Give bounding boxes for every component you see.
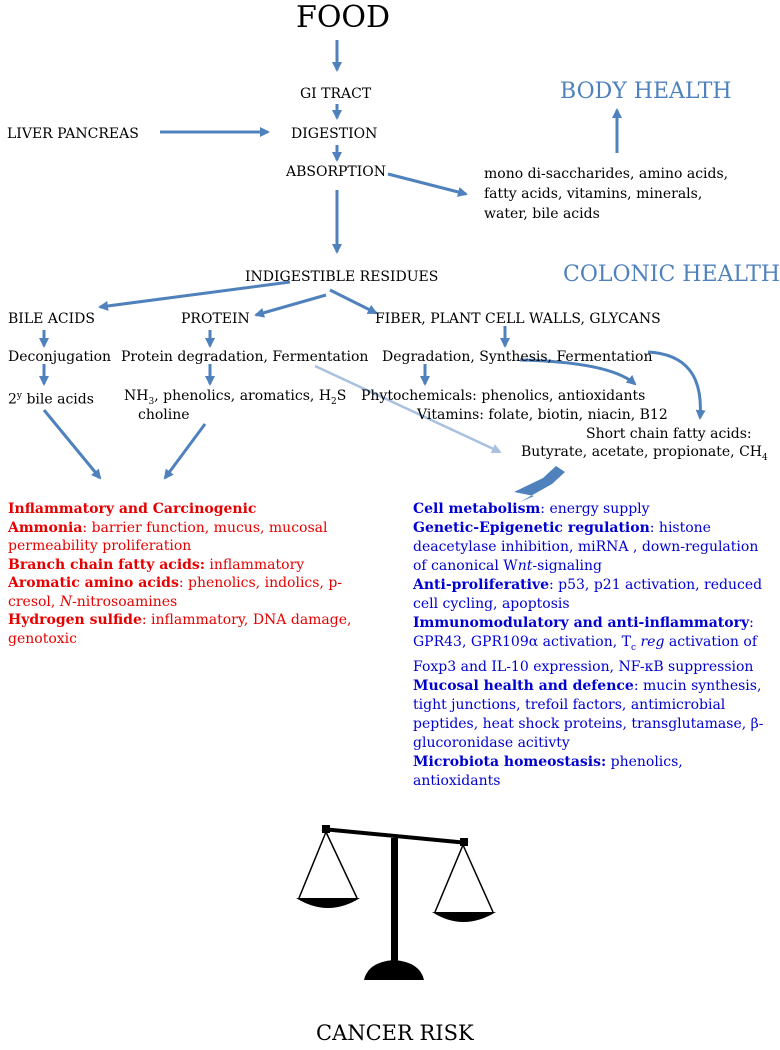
beneficial-item: Cell metabolism: energy supply [413, 501, 650, 517]
secondary-bile-acids-label: 2y bile acids [8, 391, 94, 408]
beneficial-item: Mucosal health and defence: mucin synthe… [413, 677, 764, 751]
harmful-effects-panel: Inflammatory and Carcinogenic Ammonia: b… [8, 500, 353, 648]
balance-scale-icon [296, 825, 496, 980]
arrow-fiber-scfa [647, 350, 706, 420]
harmful-heading: Inflammatory and Carcinogenic [8, 501, 257, 517]
arrow-scfa-beneficial [514, 466, 565, 502]
bile-acids-label: BILE ACIDS [8, 311, 95, 327]
beneficial-item: Anti-proliferative: p53, p21 activation,… [413, 577, 763, 612]
arrow-2y-harmful [42, 409, 102, 480]
arrow-to-protein [254, 293, 327, 318]
arrow-to-fiber [329, 288, 378, 315]
indigestible-residues-label: INDIGESTIBLE RESIDUES [245, 269, 439, 285]
harmful-item: Hydrogen sulfide: inflammatory, DNA dama… [8, 612, 352, 647]
protein-process-label: Protein degradation, Fermentation [121, 349, 369, 365]
vitamins-label: Vitamins: folate, biotin, niacin, B12 [417, 407, 668, 423]
phytochemicals-label: Phytochemicals: phenolics, antioxidants [361, 388, 646, 404]
harmful-item: Branch chain fatty acids: inflammatory [8, 556, 305, 573]
gi-tract-label: GI TRACT [300, 86, 372, 102]
arrow-fiber-vitamins [519, 358, 637, 386]
absorbed-line: mono di-saccharides, amino acids, [484, 166, 729, 182]
arrow-protein-to-scfa [314, 364, 502, 454]
beneficial-item: Immunomodulatory and anti-inflammatory: … [413, 615, 758, 675]
harmful-item: Ammonia: barrier function, mucus, mucosa… [8, 519, 328, 555]
beneficial-item: Genetic-Epigenetic regulation: histone d… [413, 520, 759, 574]
arrow-choline-harmful [163, 423, 207, 480]
scfa-list-label: Butyrate, acetate, propionate, CH4 [521, 444, 768, 463]
absorption-label: ABSORPTION [286, 164, 387, 180]
arrow-absorption-nutrients [387, 172, 468, 197]
scfa-label: Short chain fatty acids: [586, 426, 752, 442]
page-title: FOOD [296, 0, 391, 35]
digestion-label: DIGESTION [291, 126, 378, 142]
body-health-label: BODY HEALTH [560, 79, 732, 104]
protein-products-label: NH3, phenolics, aromatics, H2S [124, 388, 347, 407]
liver-pancreas-label: LIVER PANCREAS [7, 126, 139, 142]
fiber-process-label: Degradation, Synthesis, Fermentation [382, 349, 653, 365]
absorbed-line: water, bile acids [484, 206, 600, 222]
harmful-item: Aromatic amino acids: phenolics, indolic… [8, 575, 343, 610]
colonic-health-label: COLONIC HEALTH [563, 262, 780, 287]
beneficial-item: Microbiota homeostasis: phenolics, antio… [413, 753, 683, 789]
deconjugation-label: Deconjugation [8, 349, 112, 365]
fiber-label: FIBER, PLANT CELL WALLS, GLYCANS [375, 311, 661, 327]
arrow-to-bile [98, 280, 291, 311]
beneficial-effects-panel: Cell metabolism: energy supply Genetic-E… [413, 500, 770, 791]
choline-label: choline [138, 407, 190, 423]
cancer-risk-label: CANCER RISK [316, 1021, 474, 1045]
protein-label: PROTEIN [181, 311, 250, 327]
absorbed-line: fatty acids, vitamins, minerals, [484, 186, 703, 202]
